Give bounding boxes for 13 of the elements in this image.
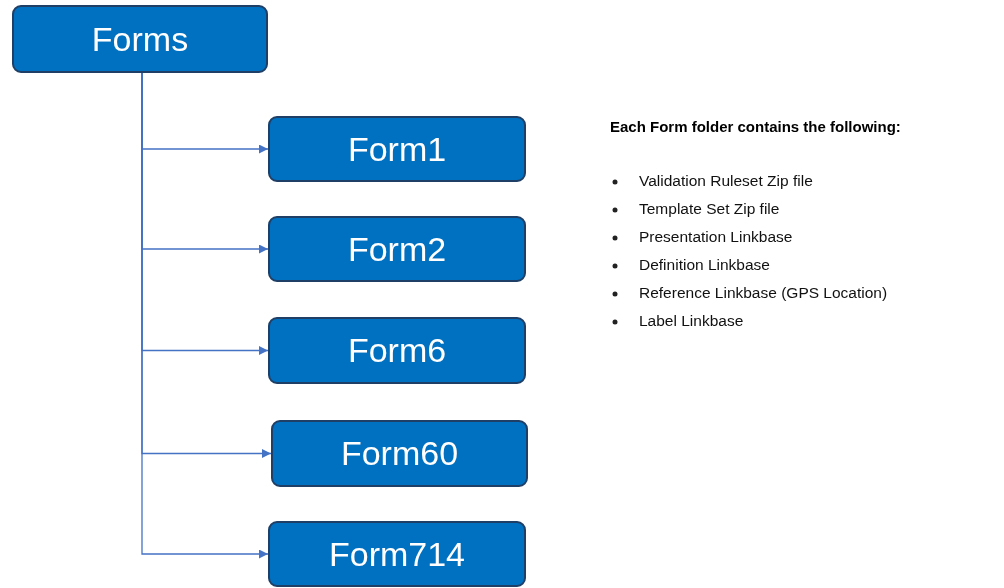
folder-box: Form714: [268, 521, 526, 587]
folder-box: Form1: [268, 116, 526, 182]
folder-box: Form6: [268, 317, 526, 384]
folder-box: Form60: [271, 420, 528, 487]
list-item: Template Set Zip file: [639, 199, 780, 219]
folder-box: Forms: [12, 5, 268, 73]
list-item: Presentation Linkbase: [639, 227, 793, 247]
folder-box: Form2: [268, 216, 526, 282]
note-heading: Each Form folder contains the following:: [610, 118, 901, 135]
list-item: Reference Linkbase (GPS Location): [639, 283, 888, 303]
list-item: Definition Linkbase: [639, 255, 770, 275]
list-item: Label Linkbase: [639, 311, 744, 331]
list-item: Validation Ruleset Zip file: [639, 171, 813, 191]
